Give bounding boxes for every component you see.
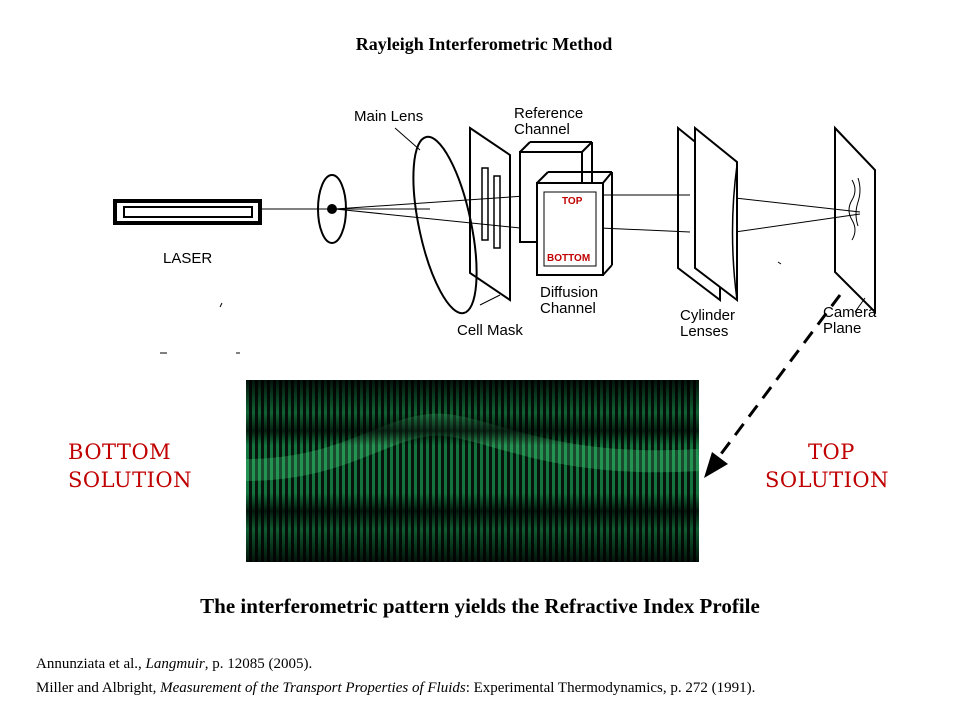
bottom-solution-label-line2: SOLUTION: [68, 468, 192, 492]
cylinder-lenses-label-line1: Cylinder: [680, 307, 736, 324]
main-lens-label: Main Lens: [354, 108, 424, 125]
diffusion-channel: [536, 171, 613, 276]
laser-label: LASER: [163, 250, 213, 267]
slide-title: Rayleigh Interferometric Method: [355, 34, 613, 54]
top-solution-label-line2: SOLUTION: [765, 468, 889, 492]
reference-1-authors: Annunziata et al.,: [36, 656, 146, 672]
cell-bottom-label: BOTTOM: [547, 253, 591, 264]
camera-plane: [834, 125, 876, 315]
cell-mask: [469, 126, 511, 306]
reference-2-authors: Miller and Albright,: [36, 680, 161, 696]
dashed-arrow: [704, 294, 842, 478]
diffusion-channel-label-line2: Channel: [540, 300, 596, 317]
reference-2: Miller and Albright, Measurement of the …: [36, 680, 755, 697]
cylinder-lenses-label-line2: Lenses: [680, 323, 729, 340]
pattern-caption: The interferometric pattern yields the R…: [200, 594, 760, 618]
camera-plane-label-line2: Plane: [823, 320, 862, 337]
reference-channel-label-line2: Channel: [514, 121, 570, 138]
reference-1: Annunziata et al., Langmuir, p. 12085 (2…: [36, 656, 312, 673]
top-solution-label-line1: TOP: [808, 440, 855, 464]
cylinder-lenses: [677, 125, 738, 303]
diffusion-channel-label-line1: Diffusion: [540, 284, 599, 301]
reference-2-title: Measurement of the Transport Properties …: [160, 680, 466, 696]
light-beams: [260, 194, 861, 233]
cell-top-label: TOP: [562, 196, 583, 207]
camera-plane-label-line1: Camera: [823, 304, 877, 321]
bottom-solution-label-line1: BOTTOM: [68, 440, 172, 464]
reference-channel-label-line1: Reference: [514, 105, 584, 122]
cell-mask-label: Cell Mask: [457, 322, 523, 339]
reference-1-details: , p. 12085 (2005).: [204, 656, 313, 672]
laser: [113, 199, 262, 225]
reference-1-journal: Langmuir: [145, 656, 205, 672]
reference-2-details: : Experimental Thermodynamics, p. 272 (1…: [465, 680, 756, 696]
spatial-filter: [317, 174, 347, 244]
